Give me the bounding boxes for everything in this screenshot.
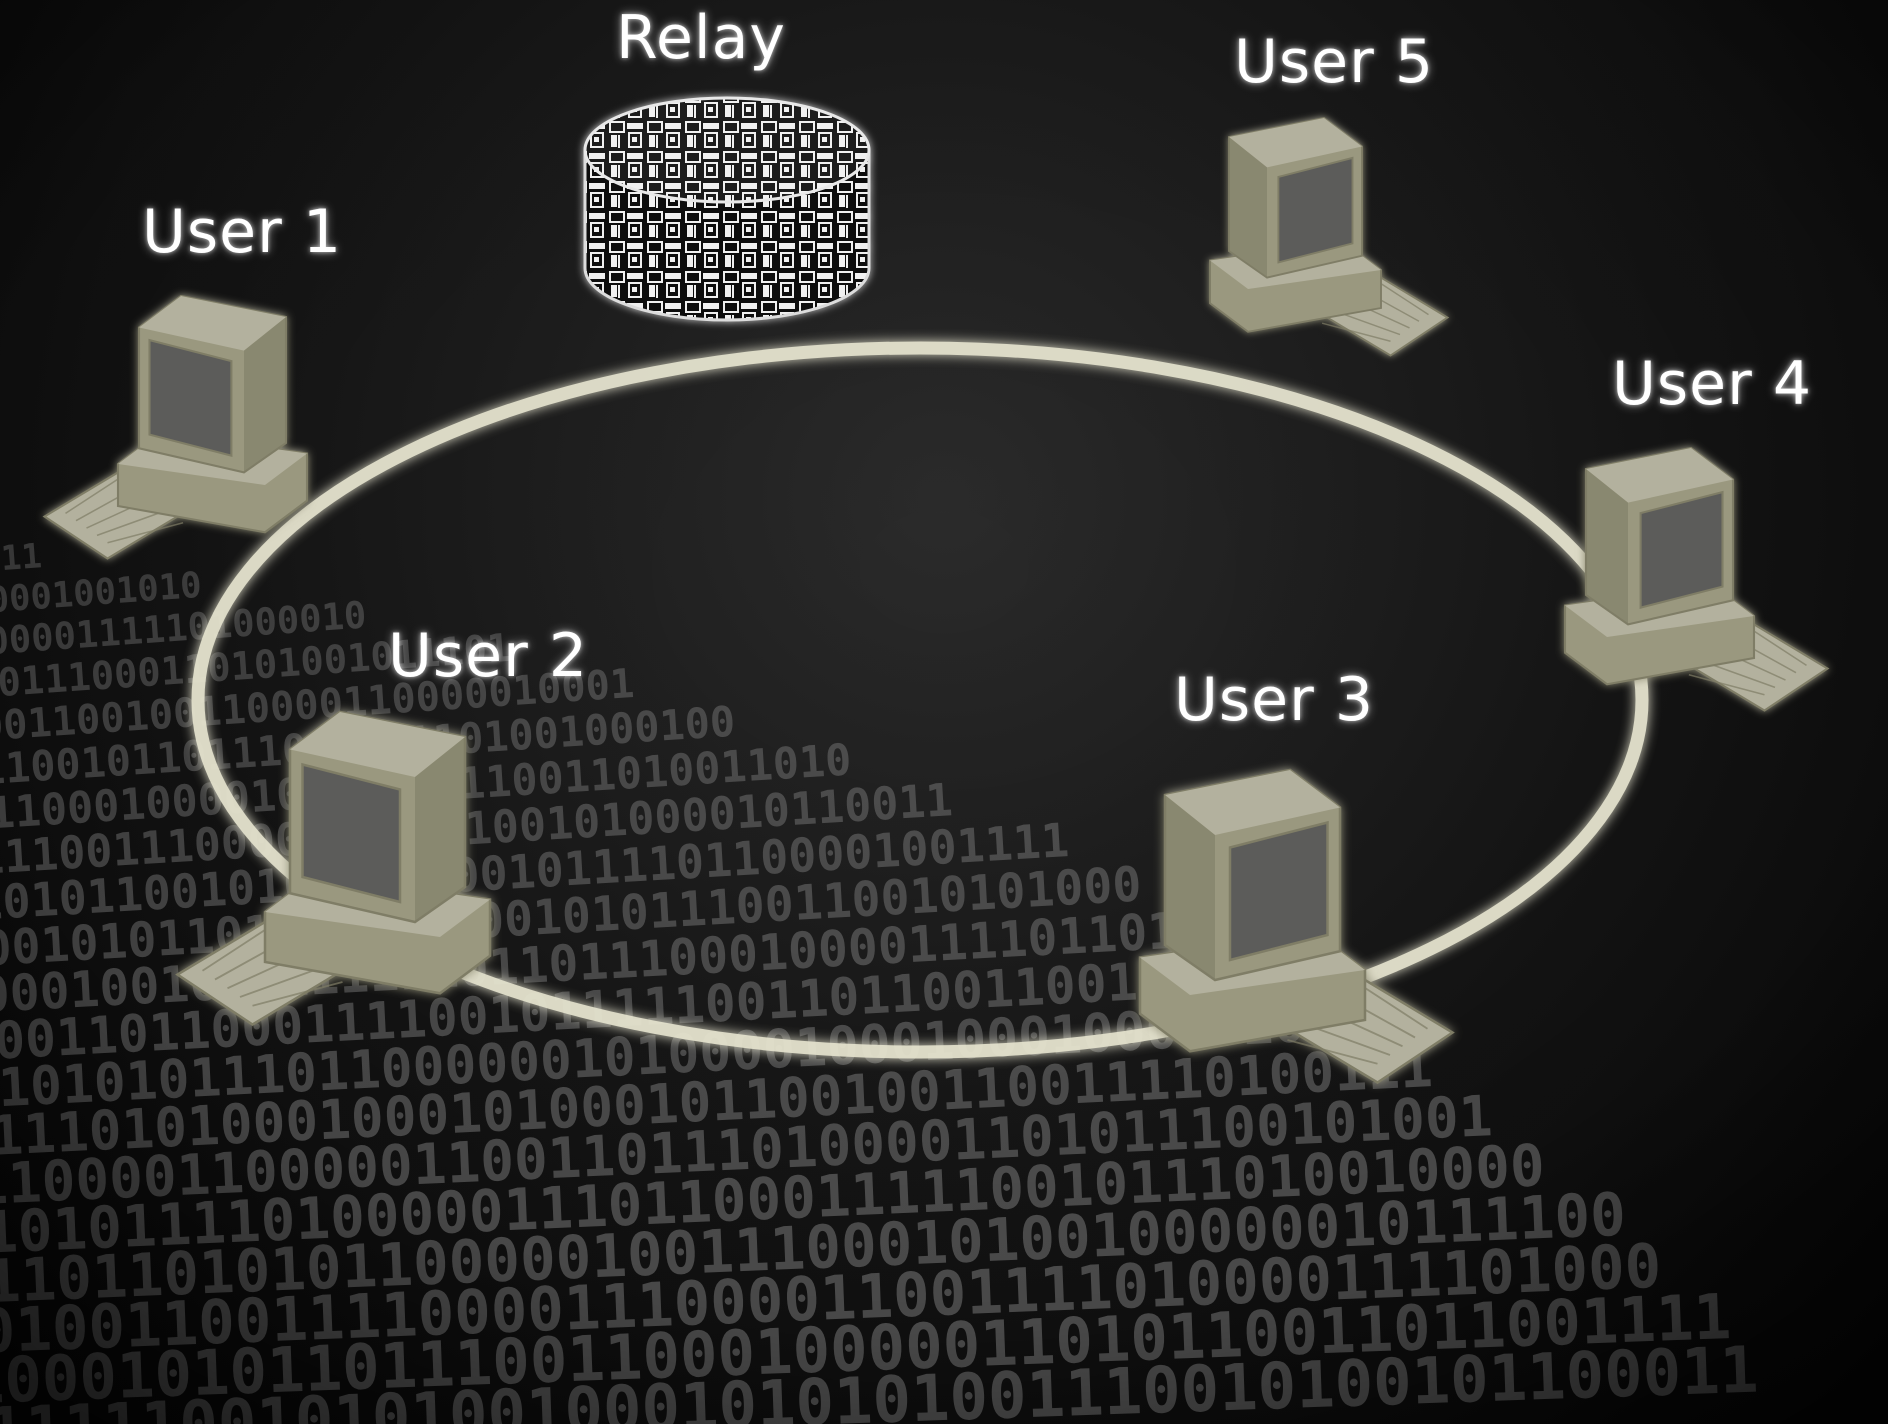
relay-label: Relay [616, 3, 786, 73]
keyboard-keys [107, 522, 184, 544]
keyboard-keys [252, 981, 343, 1007]
monitor-top [1165, 770, 1340, 835]
user5-computer [1209, 116, 1450, 357]
user5-label: User 5 [1234, 27, 1435, 97]
monitor-side [415, 737, 465, 922]
user4-computer [1563, 446, 1830, 712]
monitor-side [1586, 469, 1628, 625]
monitor-top [1229, 118, 1362, 168]
relay-cylinder [583, 96, 871, 322]
monitor-side [1165, 795, 1215, 980]
ring-connection [191, 341, 1649, 1059]
user1-computer [42, 294, 309, 560]
monitor-side [244, 317, 286, 473]
monitor-screen [148, 338, 233, 457]
user2-label: User 2 [388, 621, 589, 691]
user4-label: User 4 [1612, 349, 1813, 419]
monitor-side [1229, 137, 1267, 278]
user3-computer [1138, 768, 1455, 1084]
monitor-top [290, 712, 465, 777]
user1-label: User 1 [142, 197, 343, 267]
monitor-screen [1228, 820, 1329, 962]
keyboard-keys [1688, 674, 1765, 696]
keyboard-keys [1287, 1039, 1378, 1065]
keyboard-keys [1321, 322, 1391, 342]
monitor-screen [301, 762, 402, 904]
user3-label: User 3 [1174, 665, 1375, 735]
monitor-screen [1639, 490, 1724, 609]
user2-computer [175, 710, 492, 1026]
monitor-screen [1277, 156, 1354, 264]
